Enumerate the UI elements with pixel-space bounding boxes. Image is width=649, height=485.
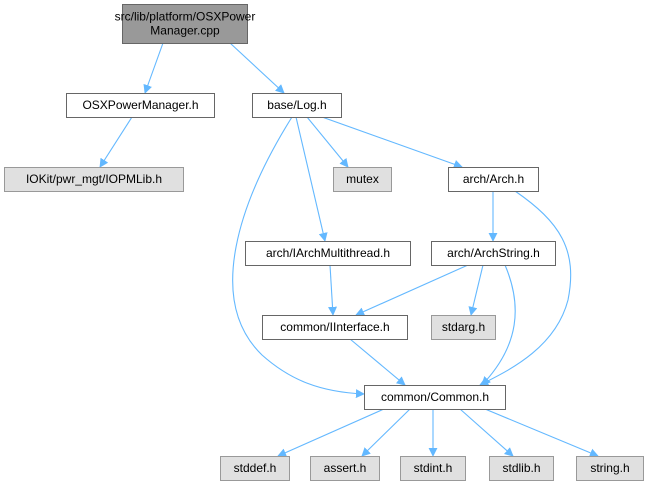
node-label: common/IInterface.h xyxy=(280,320,389,334)
node-stdint: stdint.h xyxy=(400,456,466,481)
node-box xyxy=(220,456,290,481)
node-box xyxy=(448,167,539,192)
node-label: IOKit/pwr_mgt/IOPMLib.h xyxy=(26,172,162,186)
node-label: stdint.h xyxy=(414,461,453,475)
node-log_h[interactable]: base/Log.h xyxy=(252,93,342,118)
node-box xyxy=(576,456,644,481)
node-box xyxy=(122,4,248,44)
node-box xyxy=(400,456,466,481)
node-label: assert.h xyxy=(324,461,367,475)
node-box xyxy=(310,456,380,481)
node-label: arch/ArchString.h xyxy=(447,246,540,260)
node-label: Manager.cpp xyxy=(150,24,220,38)
node-common_h[interactable]: common/Common.h xyxy=(364,385,506,410)
node-label: stdarg.h xyxy=(442,320,485,334)
node-label: stdlib.h xyxy=(502,461,540,475)
node-box xyxy=(252,93,342,118)
node-label: arch/IArchMultithread.h xyxy=(266,246,390,260)
node-box xyxy=(333,167,392,192)
edge-arch_h-to-common_h xyxy=(479,190,572,386)
edge-log_h-to-mutex xyxy=(306,116,349,168)
edge-log_h-to-arch_h xyxy=(321,116,463,169)
node-box xyxy=(431,315,496,340)
node-mutex: mutex xyxy=(333,167,392,192)
edge-common_h-to-assert xyxy=(361,408,411,457)
edge-root-to-log_h xyxy=(229,42,285,94)
node-iinterface_h[interactable]: common/IInterface.h xyxy=(262,315,408,340)
edge-osxpm_h-to-iopmlib xyxy=(99,116,133,168)
edge-archstring_h-to-common_h xyxy=(481,264,516,386)
edge-log_h-to-iarchmt_h xyxy=(295,116,328,242)
node-box xyxy=(431,241,556,266)
node-box xyxy=(4,167,184,192)
node-string: string.h xyxy=(576,456,644,481)
node-stdarg: stdarg.h xyxy=(431,315,496,340)
node-stdlib: stdlib.h xyxy=(489,456,554,481)
edge-common_h-to-stddef xyxy=(277,408,385,457)
node-label: base/Log.h xyxy=(267,98,326,112)
node-label: common/Common.h xyxy=(381,390,489,404)
node-osxpm_h[interactable]: OSXPowerManager.h xyxy=(66,93,215,118)
node-iopmlib: IOKit/pwr_mgt/IOPMLib.h xyxy=(4,167,184,192)
node-box xyxy=(364,385,506,410)
edge-common_h-to-string xyxy=(484,408,599,458)
node-arch_h[interactable]: arch/Arch.h xyxy=(448,167,539,192)
edge-iarchmt_h-to-iinterface_h xyxy=(328,264,338,316)
node-label: stddef.h xyxy=(234,461,277,475)
edge-archstring_h-to-iinterface_h xyxy=(355,264,469,316)
node-root[interactable]: src/lib/platform/OSXPowerManager.cpp xyxy=(115,4,256,44)
node-label: src/lib/platform/OSXPower xyxy=(115,10,256,24)
node-box xyxy=(489,456,554,481)
edge-archstring_h-to-stdarg xyxy=(468,264,484,316)
node-box xyxy=(262,315,408,340)
node-assert: assert.h xyxy=(310,456,380,481)
edge-common_h-to-stdlib xyxy=(459,408,514,457)
node-label: arch/Arch.h xyxy=(463,172,524,186)
node-label: string.h xyxy=(590,461,629,475)
node-iarchmt_h[interactable]: arch/IArchMultithread.h xyxy=(245,241,411,266)
node-label: mutex xyxy=(346,172,379,186)
edge-log_h-to-common_h xyxy=(232,116,365,399)
node-stddef: stddef.h xyxy=(220,456,290,481)
edge-iinterface_h-to-common_h xyxy=(349,338,406,386)
node-box xyxy=(245,241,411,266)
nodes-layer: src/lib/platform/OSXPowerManager.cppOSXP… xyxy=(4,4,644,481)
node-archstring_h[interactable]: arch/ArchString.h xyxy=(431,241,556,266)
node-label: OSXPowerManager.h xyxy=(82,98,198,112)
edges-layer xyxy=(99,42,599,458)
edge-root-to-osxpm_h xyxy=(143,42,164,94)
node-box xyxy=(66,93,215,118)
